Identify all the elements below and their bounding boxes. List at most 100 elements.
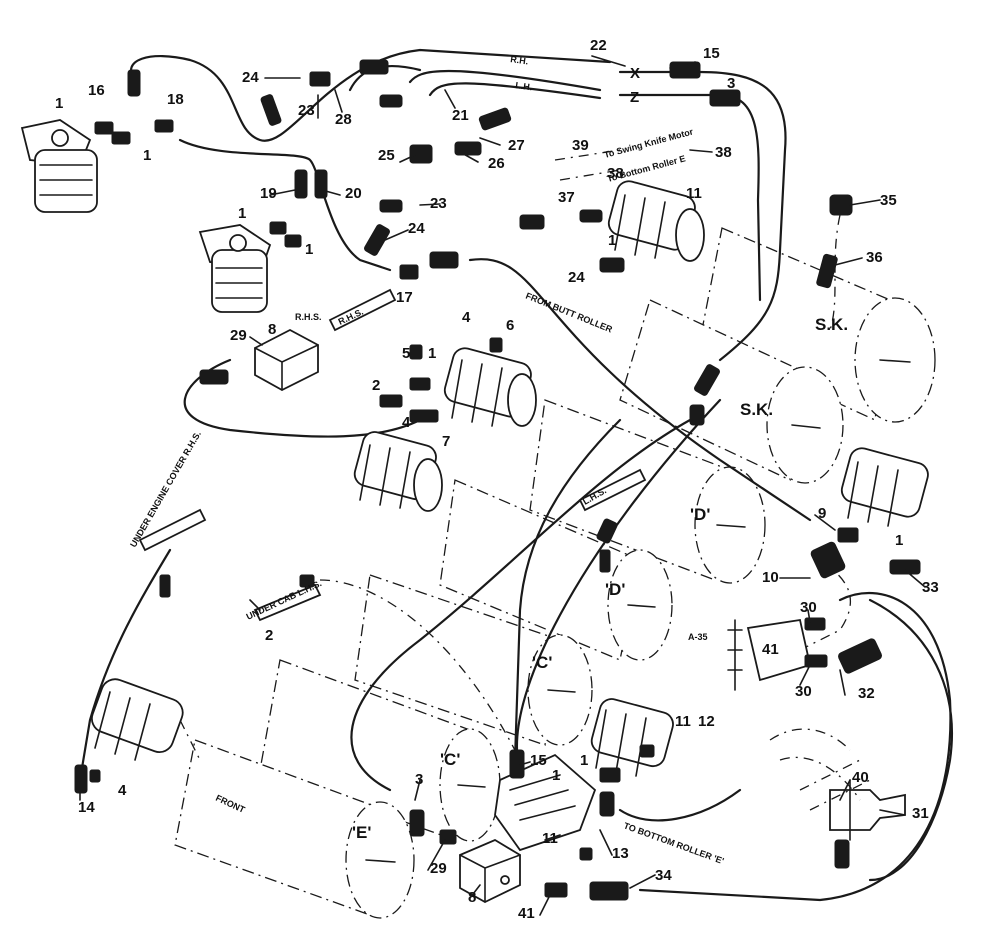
callout-11: 11 <box>675 713 691 730</box>
callout-37: 37 <box>558 189 575 206</box>
callout-7: 7 <box>442 433 450 450</box>
roller-c-upper <box>354 574 561 746</box>
callout-38: 38 <box>715 144 732 161</box>
roller-label-d-lower: 'D' <box>605 580 625 599</box>
motor-rhs-lower <box>353 431 443 512</box>
part-number-callouts: 1 1 1 1 1 1 1 1 1 2 2 3 3 4 4 4 5 6 7 8 … <box>55 37 939 922</box>
callout-20: 20 <box>345 185 362 202</box>
roller-labels: S.K. S.K. 'D' 'D' 'C' 'C' 'E' <box>352 315 848 842</box>
callout-2: 2 <box>265 627 273 644</box>
callout-1: 1 <box>143 147 151 164</box>
callout-32: 32 <box>858 685 875 702</box>
pump-upper-left <box>20 119 98 213</box>
callout-31: 31 <box>912 805 929 822</box>
motor-rhs-upper <box>443 347 537 427</box>
callout-1: 1 <box>895 532 903 549</box>
roller-label-sk-upper: S.K. <box>815 315 848 334</box>
callout-28: 28 <box>335 111 352 128</box>
dashed-leader-lines <box>179 149 851 761</box>
label-a35: A-35 <box>688 632 708 642</box>
callout-34: 34 <box>655 867 672 884</box>
callout-1: 1 <box>552 767 560 784</box>
callout-1: 1 <box>608 232 616 249</box>
callout-39: 39 <box>572 137 589 154</box>
callout-1: 1 <box>428 345 436 362</box>
callout-19: 19 <box>260 185 277 202</box>
callout-41: 41 <box>762 641 779 658</box>
valve-block-8-upper <box>254 328 319 392</box>
callout-15: 15 <box>530 752 547 769</box>
callout-2: 2 <box>372 377 380 394</box>
callout-29: 29 <box>230 327 247 344</box>
t-fitting-31 <box>829 779 906 841</box>
roller-sk-lower <box>619 299 801 481</box>
callout-23: 23 <box>298 102 315 119</box>
roller-e-front <box>174 739 386 916</box>
callout-17: 17 <box>396 289 413 306</box>
callout-3: 3 <box>727 75 735 92</box>
callout-35: 35 <box>880 192 897 209</box>
label-x: X <box>630 65 640 82</box>
callout-40: 40 <box>852 769 869 786</box>
label-lh: L.H. <box>515 80 533 92</box>
label-under-cab-lhs: UNDER CAB L.H.S. <box>245 578 324 622</box>
callout-30: 30 <box>795 683 812 700</box>
pump-center-left <box>198 224 272 313</box>
callout-22: 22 <box>590 37 607 54</box>
callout-30: 30 <box>800 599 817 616</box>
fittings <box>74 59 921 901</box>
callout-leaders <box>79 55 926 916</box>
callout-1: 1 <box>55 95 63 112</box>
callout-21: 21 <box>452 107 469 124</box>
motor-c <box>590 698 674 777</box>
motor-sk-upper <box>607 180 705 262</box>
callout-1: 1 <box>580 752 588 769</box>
callout-36: 36 <box>866 249 883 266</box>
callout-38: 38 <box>607 165 624 182</box>
callout-24: 24 <box>568 269 585 286</box>
hoses <box>78 48 953 902</box>
callout-29: 29 <box>430 860 447 877</box>
roller-drums <box>174 227 936 919</box>
chain-sprocket-sketch <box>769 728 871 811</box>
callout-11: 11 <box>686 185 702 202</box>
callout-13: 13 <box>612 845 629 862</box>
callout-14: 14 <box>78 799 95 816</box>
callout-15: 15 <box>703 45 720 62</box>
label-rhs-valve: R.H.S. <box>295 312 322 322</box>
callout-25: 25 <box>378 147 395 164</box>
callout-26: 26 <box>488 155 505 172</box>
roller-label-d-upper: 'D' <box>690 505 710 524</box>
callout-18: 18 <box>167 91 184 108</box>
callout-9: 9 <box>818 505 826 522</box>
callout-24: 24 <box>408 220 425 237</box>
callout-12: 12 <box>698 713 715 730</box>
callout-8: 8 <box>468 889 476 906</box>
callout-8: 8 <box>268 321 276 338</box>
motor-e <box>91 678 184 761</box>
callout-41: 41 <box>518 905 535 922</box>
callout-4: 4 <box>402 414 411 431</box>
callout-16: 16 <box>88 82 105 99</box>
callout-3: 3 <box>415 771 423 788</box>
label-z: Z <box>630 89 639 106</box>
manifold-rhs <box>138 288 647 622</box>
roller-label-c-upper: 'C' <box>532 653 552 672</box>
callout-5: 5 <box>402 345 410 362</box>
roller-sk-upper <box>699 227 891 421</box>
label-rh: R.H. <box>510 54 529 66</box>
callout-4: 4 <box>462 309 471 326</box>
valve-block-1-lower <box>494 753 597 852</box>
valve-block-8-lower <box>459 838 521 904</box>
roller-label-c-lower: 'C' <box>440 750 460 769</box>
callout-1: 1 <box>305 241 313 258</box>
roller-d-lower <box>439 479 641 661</box>
callout-27: 27 <box>508 137 525 154</box>
callout-10: 10 <box>762 569 779 586</box>
label-to-bottom-roller-e: TO BOTTOM ROLLER 'E' <box>622 820 725 866</box>
callout-4: 4 <box>118 782 127 799</box>
roller-label-e: 'E' <box>352 823 371 842</box>
callout-6: 6 <box>506 317 514 334</box>
callout-33: 33 <box>922 579 939 596</box>
